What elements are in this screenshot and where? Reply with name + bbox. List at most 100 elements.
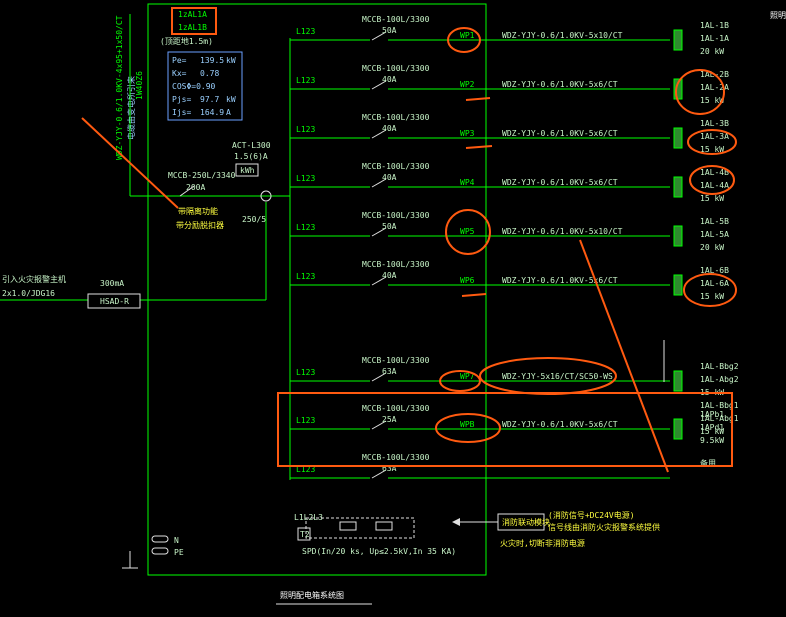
spd-label: SPD(In/20 ks, Up≤2.5kV,In 35 KA)	[302, 547, 456, 556]
load-terminal	[673, 176, 683, 198]
annotation-diagonal	[579, 239, 669, 473]
spd-surge-symbol	[375, 521, 393, 531]
annotation-mark	[465, 97, 491, 101]
load-label: 1AL-Abg2	[700, 375, 739, 384]
annotation-wp7-cable-ellipse	[479, 357, 617, 395]
rcd-left-text1: 引入火灾报警主机	[2, 274, 66, 284]
circuit-id: WP6	[460, 276, 475, 285]
circuit-breaker-model: MCCB-100L/3300	[362, 356, 430, 365]
circuit-breaker-rating: 50A	[382, 222, 397, 231]
load-terminal	[673, 225, 683, 247]
param-key: Ijs=	[172, 108, 191, 117]
rcd-box	[87, 293, 141, 309]
circuit-id: WP2	[460, 80, 475, 89]
annotation-wpb-ellipse	[435, 413, 501, 443]
circuit-phase: L123	[296, 27, 315, 36]
fire-text3: 火灾时,切断非消防电源	[500, 538, 585, 548]
annotation-arrow-line	[81, 117, 179, 209]
circuit-cable: WDZ-YJY-0.6/1.0KV-5x6/CT	[502, 129, 618, 138]
load-label: 1AL-2A	[700, 83, 729, 92]
circuit-id: WPB	[460, 420, 475, 429]
load-label: 1AL-1B	[700, 21, 729, 30]
breaker-symbol	[371, 372, 387, 382]
annotation-mark	[465, 145, 493, 149]
circuit-breaker-model: MCCB-100L/3300	[362, 404, 430, 413]
load-label: 20 kW	[700, 243, 724, 252]
panel-mount-note: (顶距地1.5m)	[160, 36, 213, 46]
param-value: 0.78	[200, 69, 219, 78]
rcd-rating: 300mA	[100, 279, 124, 288]
load-label: 1AL-Bbg1	[700, 401, 739, 410]
panel-name-line2: 1zAL1B	[178, 23, 207, 32]
circuit-breaker-model: MCCB-100L/3300	[362, 15, 430, 24]
load-label: 9.5kW	[700, 436, 724, 445]
top-right-label: 照明配	[770, 11, 786, 20]
circuit-phase: L123	[296, 416, 315, 425]
load-label: 1AL-3A	[700, 132, 729, 141]
circuit-id: WP3	[460, 129, 475, 138]
param-unit: kW	[226, 56, 236, 65]
annotation-circle	[675, 69, 725, 115]
circuit-breaker-rating: 25A	[382, 415, 397, 424]
fire-text1: (消防信号+DC24V电源)	[548, 510, 635, 520]
breaker-symbol	[371, 178, 387, 188]
circuit-breaker-rating: 40A	[382, 173, 397, 182]
annotation-panel-name-box	[171, 7, 217, 35]
circuit-phase: L123	[296, 125, 315, 134]
load-terminal	[673, 370, 683, 392]
footer-title: 照明配电箱系统图	[280, 590, 344, 600]
annotation-wpb-box	[277, 392, 733, 467]
n-terminal	[151, 535, 169, 543]
load-label: 备用	[700, 458, 716, 468]
circuit-breaker-model: MCCB-100L/3300	[362, 260, 430, 269]
rcd-name: HSAD-R	[100, 297, 129, 306]
load-label: 20 kW	[700, 47, 724, 56]
breaker-symbol	[371, 420, 387, 430]
pe-label: PE	[174, 548, 184, 557]
fire-arrow-head	[452, 518, 460, 526]
main-breaker-note2: 带分励脱扣器	[176, 220, 224, 230]
load-label: 1APb1	[700, 410, 724, 419]
annotation-circle	[683, 273, 737, 307]
spd-t2-box	[297, 527, 311, 541]
load-terminal	[673, 418, 683, 440]
fire-text2: 信号线由消防火灾报警系统提供	[548, 522, 660, 532]
breaker-symbol	[371, 31, 387, 41]
fire-module-label: 消防联动模块	[502, 517, 550, 527]
load-label: 1AL-5B	[700, 217, 729, 226]
annotation-circle	[447, 27, 481, 53]
circuit-breaker-rating: 40A	[382, 124, 397, 133]
circuit-breaker-model: MCCB-100L/3300	[362, 64, 430, 73]
circuit-cable: WDZ-YJY-0.6/1.0KV-5x10/CT	[502, 31, 623, 40]
panel-name-line1: 1zAL1A	[178, 10, 207, 19]
fire-module-box	[497, 513, 545, 531]
annotation-mark	[461, 293, 487, 297]
annotation-circle	[689, 165, 735, 195]
params-box	[167, 51, 243, 121]
pe-terminal	[151, 547, 169, 555]
circuit-breaker-rating: 63A	[382, 367, 397, 376]
ammeter-label: ACT-L300	[232, 141, 271, 150]
load-label: 15 kW	[700, 194, 724, 203]
circuit-phase: L123	[296, 465, 315, 474]
rcd-left-text2: 2x1.0/JDG16	[2, 289, 55, 298]
ct-ratio: 250/5	[242, 215, 266, 224]
current-transformer-symbol	[260, 190, 272, 202]
load-terminal	[673, 127, 683, 149]
circuit-phase: L123	[296, 223, 315, 232]
load-label: 1APd1	[700, 423, 724, 432]
param-key: Kx=	[172, 69, 187, 78]
load-label: 1AL-6B	[700, 266, 729, 275]
circuit-breaker-rating: 40A	[382, 75, 397, 84]
circuit-breaker-rating: 40A	[382, 271, 397, 280]
annotation-circle	[439, 370, 481, 392]
circuit-id: WP5	[460, 227, 475, 236]
